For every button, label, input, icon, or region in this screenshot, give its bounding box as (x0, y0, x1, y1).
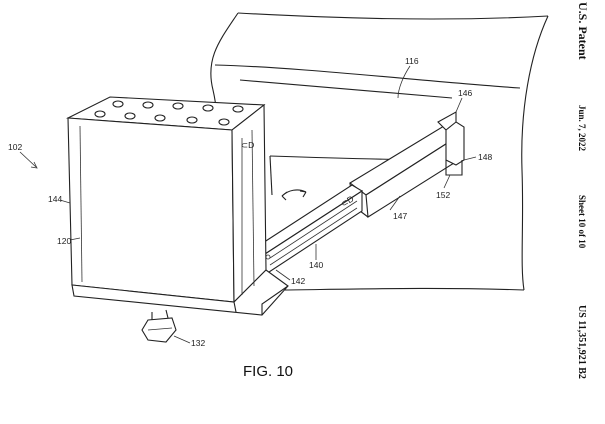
ref-144: 144 (48, 194, 62, 204)
header-date: Jun. 7, 2022 (577, 105, 587, 152)
ref-102: 102 (8, 142, 22, 152)
header-patent-number: US 11,351,921 B2 (576, 305, 587, 379)
ref-140: 140 (309, 260, 323, 270)
ref-152: 152 (436, 190, 450, 200)
ref-148: 148 (478, 152, 492, 162)
patent-header: U.S. Patent Jun. 7, 2022 Sheet 10 of 10 … (576, 2, 590, 379)
ref-146: 146 (458, 88, 472, 98)
header-sheet: Sheet 10 of 10 (577, 195, 587, 249)
ref-116: 116 (405, 56, 419, 66)
figure-caption: FIG. 10 (243, 363, 293, 380)
reference-numerals: 102 144 120 116 146 148 152 147 140 142 … (8, 56, 492, 348)
ref-132: 132 (191, 338, 205, 348)
enclosure-wall (207, 12, 549, 291)
caster-foot (141, 309, 177, 343)
header-publication: U.S. Patent (576, 2, 590, 60)
ref-147: 147 (393, 211, 407, 221)
ref-142: 142 (291, 276, 305, 286)
device-body: ⊂D (65, 96, 289, 316)
device-label: ⊂D (241, 140, 254, 150)
leader-lines (19, 65, 477, 344)
top-vents (94, 100, 244, 126)
rotation-arrow (281, 189, 307, 201)
outer-rail (349, 111, 465, 218)
ref-120: 120 (57, 236, 71, 246)
